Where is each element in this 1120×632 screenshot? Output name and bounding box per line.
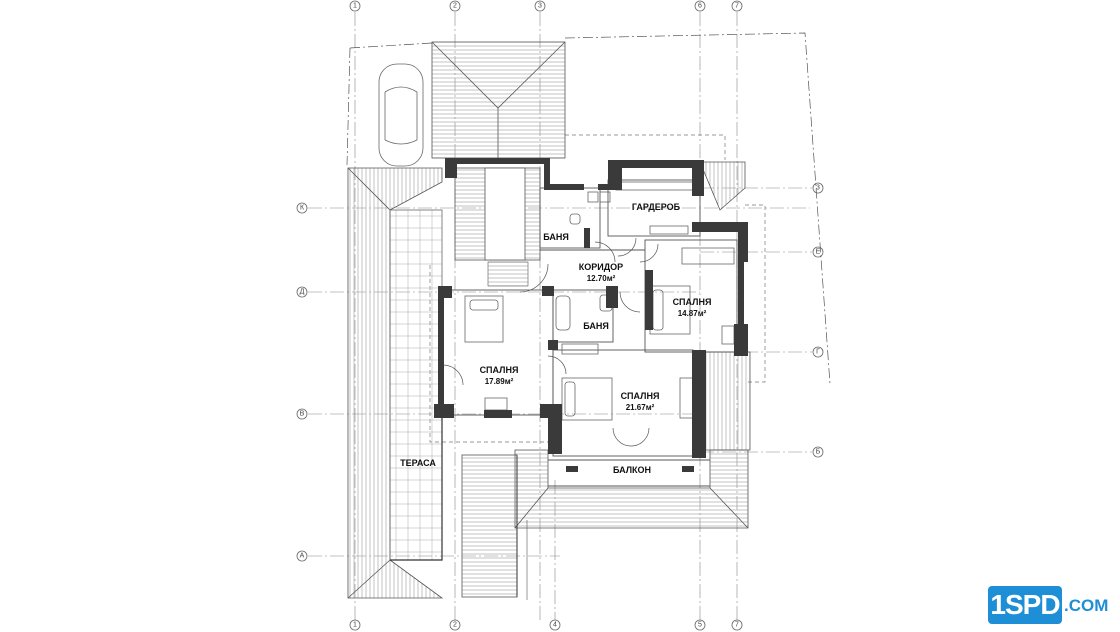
roof-north (431, 41, 566, 159)
room-labels: БАНЯ ГАРДЕРОБ КОРИДОР 12.70м² СПАЛНЯ 14.… (400, 202, 711, 475)
room-label-corridor: КОРИДОР (579, 262, 623, 272)
grid-row-3-right: 3 (816, 185, 820, 192)
grid-col-1: 1 (353, 3, 357, 10)
logo-badge: 1SPD (988, 586, 1062, 624)
area-bedroom-south: 21.67м² (626, 403, 655, 412)
room-label-balcony: БАЛКОН (613, 465, 651, 475)
room-label-bedroom-east: СПАЛНЯ (673, 297, 712, 307)
grid-bubbles-bottom (349, 619, 743, 631)
grid-col-7: 7 (735, 3, 739, 10)
grid-col-3: 3 (538, 3, 542, 10)
roof-east (699, 161, 751, 451)
grid-row-g: Г (816, 349, 820, 356)
grid-col-5-bottom: 5 (698, 622, 702, 629)
room-label-terrace: ТЕРАСА (400, 458, 436, 468)
room-label-bath-upper: БАНЯ (543, 232, 569, 242)
terrace (389, 209, 443, 561)
grid-col-7-bottom: 7 (735, 622, 739, 629)
grid-row-d: Д (300, 289, 305, 296)
plot-boundary (346, 32, 831, 385)
doors (442, 237, 659, 447)
area-bedroom-east: 14.87м² (678, 309, 707, 318)
grid-bubbles-side (296, 182, 824, 562)
grid-bubbles-top (349, 0, 743, 12)
grid-col-6: 6 (698, 3, 702, 10)
grid-row-b: Б (816, 449, 821, 456)
grid-row-k: К (300, 205, 305, 212)
area-corridor: 12.70м² (587, 274, 616, 283)
walls (434, 158, 748, 472)
room-label-bath-middle: БАНЯ (583, 321, 609, 331)
interior-stair (454, 167, 541, 287)
grid-bubble-labels: 1 2 3 6 7 1 2 4 5 7 К Д В А 3 Е Г Б (300, 3, 821, 629)
grid-col-4-bottom: 4 (553, 622, 557, 629)
grid-col-2-bottom: 2 (453, 622, 457, 629)
room-label-bedroom-west: СПАЛНЯ (480, 365, 519, 375)
room-label-bedroom-south: СПАЛНЯ (621, 391, 660, 401)
exterior-stair (461, 454, 528, 600)
site-logo[interactable]: 1SPD .COM (988, 586, 1114, 624)
grid-row-v: В (300, 411, 305, 418)
grid-col-1-bottom: 1 (353, 622, 357, 629)
room-label-wardrobe: ГАРДЕРОБ (632, 202, 681, 212)
logo-domain-suffix: .COM (1064, 596, 1109, 615)
area-bedroom-west: 17.89м² (485, 377, 514, 386)
car-icon (378, 63, 424, 167)
grid-row-a: А (300, 553, 305, 560)
roof-south (514, 449, 749, 529)
grid-row-e: Е (816, 249, 821, 256)
grid-col-2: 2 (453, 3, 457, 10)
